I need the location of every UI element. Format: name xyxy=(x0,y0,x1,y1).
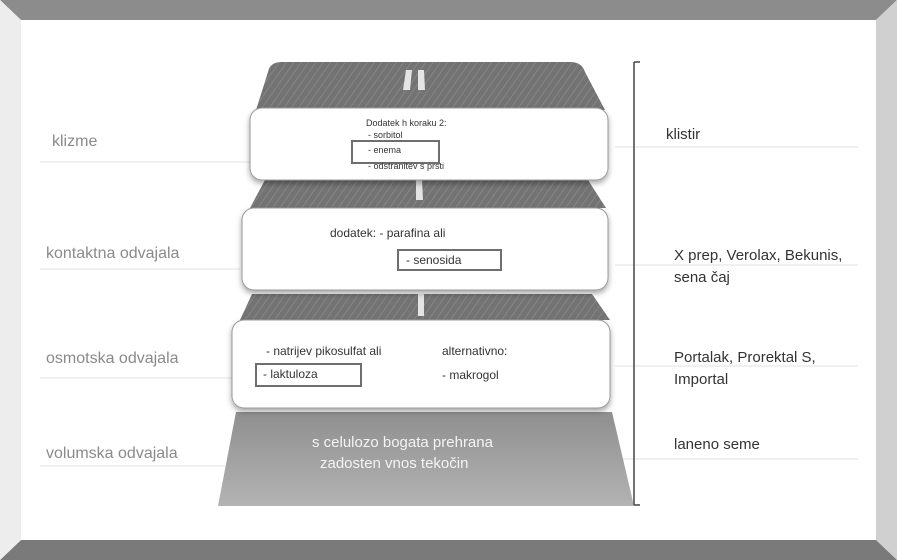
level4-item-enema: - enema xyxy=(368,145,402,155)
left-label-volumska: volumska odvajala xyxy=(46,445,178,462)
level2-alternativno: alternativno: xyxy=(442,344,508,358)
level1-prehrana: s celulozo bogata prehrana xyxy=(312,434,493,451)
right-label-laneno-seme: laneno seme xyxy=(674,436,760,453)
left-label-osmotska: osmotska odvajala xyxy=(46,350,179,367)
guide-lines xyxy=(40,146,858,467)
enema-highlight-box xyxy=(351,140,440,164)
level2-makrogol: - makrogol xyxy=(442,368,499,382)
level4-item-sorbitol: - sorbitol xyxy=(368,130,403,140)
frame-top-bar xyxy=(0,0,897,20)
right-label-klistir: klistir xyxy=(666,126,701,143)
frame-right-bar xyxy=(876,0,897,560)
left-label-kontaktna: kontaktna odvajala xyxy=(46,245,180,262)
level3-senosida: - senosida xyxy=(406,253,462,267)
level3-line1: dodatek: - parafina ali xyxy=(330,226,446,240)
level4-heading: Dodatek h koraku 2: xyxy=(366,118,447,128)
level2-pikosulfat: - natrijev pikosulfat ali xyxy=(266,344,382,358)
level4-item-odstranitev: - odstranitev s prsti xyxy=(368,161,445,171)
card-level4 xyxy=(249,107,609,181)
lane-markings xyxy=(403,70,425,316)
laktuloza-highlight-box xyxy=(255,363,362,387)
right-label-osmotska-products: Portalak, Prorektal S, Importal xyxy=(674,349,816,388)
frame-bottom-bar xyxy=(0,540,897,560)
base-road xyxy=(218,412,634,506)
bracket-line xyxy=(633,61,640,506)
road-segment-4 xyxy=(256,62,605,110)
frame-left-bar xyxy=(0,0,21,560)
level2-laktuloza: - laktuloza xyxy=(263,367,318,381)
left-label-klizme: klizme xyxy=(52,133,98,150)
road-segment-3 xyxy=(250,180,606,208)
level1-tekocin: zadosten vnos tekočin xyxy=(320,455,469,472)
senosida-highlight-box xyxy=(397,249,502,271)
road-segment-2 xyxy=(240,294,610,320)
right-label-kontaktna-products: X prep, Verolax, Bekunis, sena čaj xyxy=(674,247,843,286)
